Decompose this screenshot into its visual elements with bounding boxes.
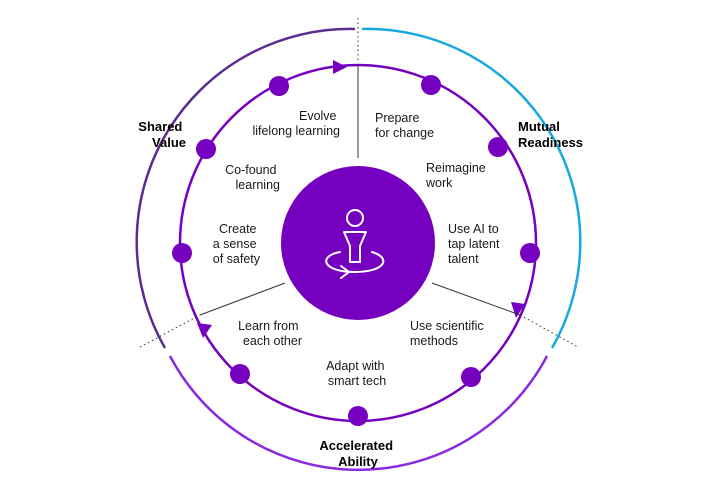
section-mutual-readiness: Mutual Readiness [518,119,583,150]
node-evolve-lifelong-learning [269,76,289,96]
label-learn-from-each-other: Learn from each other [238,319,302,348]
cycle-arrow-right [511,302,525,318]
divider-right-solid [431,282,521,316]
outer-arc-shared-value [135,27,356,349]
label-reimagine-work: Reimagine work [425,161,489,190]
node-use-ai-to-tap-latent-talent [520,243,540,263]
divider-right-dotted [519,314,579,348]
node-prepare-for-change [421,75,441,95]
divider-left-dotted [139,314,201,348]
divider-left-solid [199,282,286,316]
label-use-scientific-methods: Use scientific methods [410,319,487,348]
node-co-found-learning [196,139,216,159]
ring-nodes [172,75,540,426]
node-reimagine-work [488,137,508,157]
node-adapt-with-smart-tech [348,406,368,426]
label-adapt-with-smart-tech: Adapt with smart tech [326,359,388,388]
label-prepare-for-change: Prepare for change [375,111,434,140]
node-use-scientific-methods [461,367,481,387]
cycle-arrow-left [197,323,212,338]
section-shared-value: Shared Value [138,119,186,150]
outer-arc-accelerated-ability [168,355,549,471]
node-create-a-sense-of-safety [172,243,192,263]
center-circle [281,166,435,320]
label-use-ai-to-tap-latent-talent: Use AI to tap latent talent [448,222,503,266]
cycle-arrow-top [333,60,347,74]
section-accelerated-ability: Accelerated Ability [319,438,396,469]
label-create-a-sense-of-safety: Create a sense of safety [213,222,261,266]
label-co-found-learning: Co-found learning [225,163,280,192]
node-learn-from-each-other [230,364,250,384]
label-evolve-lifelong-learning: Evolve lifelong learning [252,109,340,138]
person-cycle-icon [325,209,385,279]
outer-arc-mutual-readiness [361,27,582,349]
